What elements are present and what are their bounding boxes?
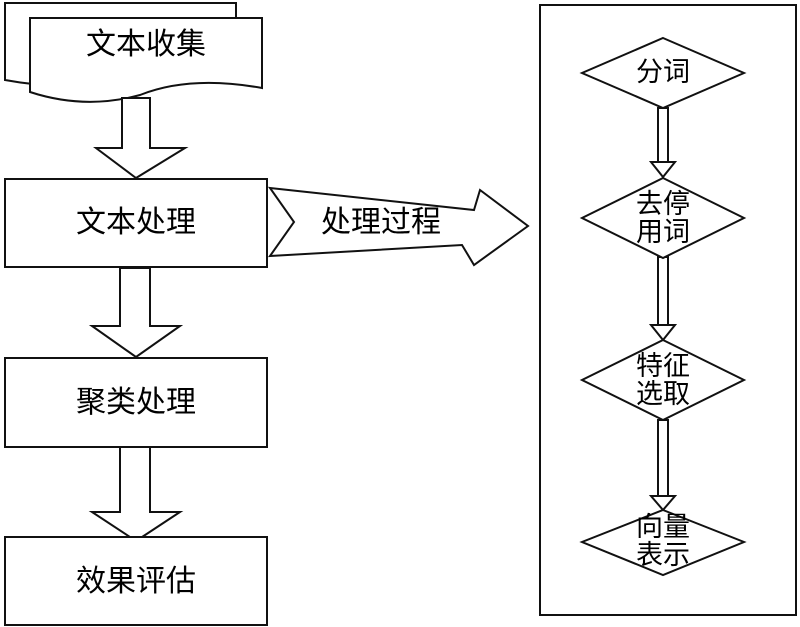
collect-label: 文本收集	[86, 27, 206, 62]
block-arrow-collect-to-process	[93, 97, 189, 180]
step-3-line-2: 选取	[636, 379, 690, 410]
connector-3-head	[648, 495, 678, 512]
block-arrow-cluster-to-evaluate	[88, 446, 184, 543]
connector-1	[657, 107, 669, 165]
step-diamond-1	[579, 36, 747, 110]
connector-1-head	[648, 161, 678, 179]
process-label: 文本处理	[76, 205, 196, 240]
step-diamond-4	[579, 508, 747, 577]
callout-arrow	[267, 186, 530, 267]
step-diamond-2	[579, 176, 747, 260]
step-4-line-1: 向量	[636, 512, 690, 543]
evaluate-box	[4, 536, 268, 626]
cluster-box	[4, 357, 268, 448]
connector-2-head	[648, 324, 678, 342]
step-2-line-2: 用词	[636, 217, 690, 248]
connector-2	[657, 256, 669, 328]
cluster-label: 聚类处理	[76, 385, 196, 420]
block-arrow-process-to-cluster	[88, 267, 184, 359]
evaluate-label: 效果评估	[76, 564, 196, 599]
step-diamond-3	[579, 338, 747, 422]
document-front-sheet	[29, 17, 263, 103]
step-4-line-2: 表示	[636, 540, 690, 571]
step-1-line-1: 分词	[636, 57, 690, 88]
process-box	[4, 178, 268, 268]
connector-3	[657, 419, 669, 499]
step-2-line-1: 去停	[636, 189, 690, 220]
callout-label: 处理过程	[321, 205, 441, 240]
step-3-line-1: 特征	[636, 351, 690, 382]
